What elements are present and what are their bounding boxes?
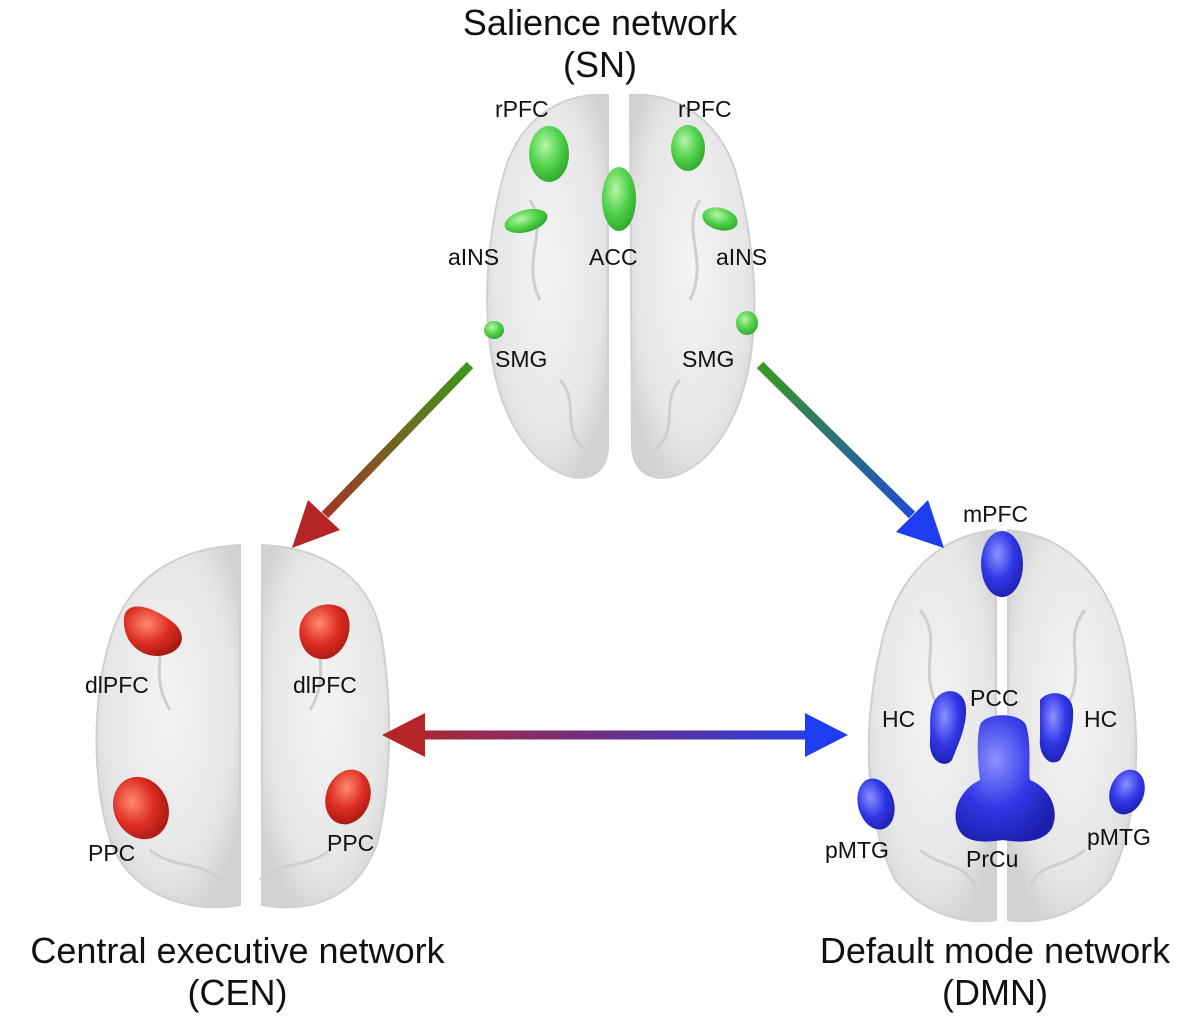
default-mode-label-pcc: PCC	[970, 685, 1019, 711]
default-mode-hc-left-region	[929, 691, 967, 764]
central-executive-label-ppc-left: PPC	[88, 840, 135, 866]
central-executive-ppc-right-region	[325, 769, 371, 825]
default-mode-label-prcu: PrCu	[966, 846, 1018, 872]
default-mode-mpfc-region	[981, 531, 1023, 597]
central-executive-dlpfc-right-region	[299, 604, 350, 660]
central-executive-label-dlpfc-left: dlPFC	[85, 672, 149, 698]
default-mode-brain: mPFC PCC HC HC pMTG pMTG PrCu	[825, 501, 1151, 923]
default-mode-network-abbr: (DMN)	[942, 972, 1048, 1013]
central-executive-dlpfc-left-region	[123, 606, 182, 656]
default-mode-pmtg-left-region	[857, 778, 895, 830]
salience-rpfc-right-region	[671, 125, 705, 171]
default-mode-network-name: Default mode network	[819, 930, 1171, 971]
salience-brain-left-hemisphere	[486, 93, 609, 479]
salience-rpfc-left-region	[529, 126, 569, 182]
central-executive-label-dlpfc-right: dlPFC	[293, 672, 357, 698]
salience-label-ains-left: aINS	[448, 244, 499, 270]
salience-label-rpfc-left: rPFC	[495, 96, 549, 122]
default-mode-label-pmtg-left: pMTG	[825, 837, 889, 863]
salience-smg-right-region	[736, 311, 758, 335]
default-mode-hc-right-region	[1039, 693, 1074, 763]
central-executive-network-title: Central executive network (CEN)	[0, 930, 475, 1014]
arrow-central-executive-default-mode	[382, 713, 848, 757]
default-mode-label-pmtg-right: pMTG	[1087, 824, 1151, 850]
salience-label-smg-left: SMG	[495, 346, 547, 372]
salience-ains-left-region	[504, 208, 548, 234]
default-mode-brain-folds	[918, 609, 1087, 886]
salience-label-smg-right: SMG	[682, 346, 734, 372]
salience-label-rpfc-right: rPFC	[678, 96, 732, 122]
default-mode-label-hc-right: HC	[1084, 706, 1117, 732]
salience-network-title: Salience network (SN)	[410, 2, 790, 86]
salience-brain: rPFC rPFC aINS ACC aINS SMG SMG	[448, 93, 767, 479]
salience-label-ains-right: aINS	[716, 244, 767, 270]
central-executive-ppc-left-region	[113, 776, 169, 840]
salience-ains-right-region	[702, 207, 738, 231]
default-mode-pmtg-right-region	[1109, 769, 1145, 815]
salience-acc-region	[602, 167, 636, 231]
default-mode-network-title: Default mode network (DMN)	[790, 930, 1200, 1014]
salience-brain-folds	[528, 199, 702, 452]
salience-label-acc: ACC	[589, 244, 638, 270]
arrow-salience-to-central-executive	[292, 361, 474, 548]
central-executive-network-abbr: (CEN)	[187, 972, 288, 1013]
default-mode-label-hc-left: HC	[882, 706, 915, 732]
salience-network-name: Salience network	[462, 2, 738, 43]
salience-smg-left-region	[484, 321, 504, 339]
central-executive-network-name: Central executive network	[30, 930, 445, 971]
salience-network-abbr: (SN)	[563, 44, 637, 85]
salience-brain-right-hemisphere	[628, 93, 756, 479]
arrow-salience-to-default-mode	[756, 361, 944, 548]
central-executive-brain: dlPFC dlPFC PPC PPC	[85, 543, 391, 909]
central-executive-label-ppc-right: PPC	[327, 830, 374, 856]
default-mode-pcc-prcu-region	[955, 715, 1055, 842]
default-mode-label-mpfc: mPFC	[963, 501, 1028, 527]
